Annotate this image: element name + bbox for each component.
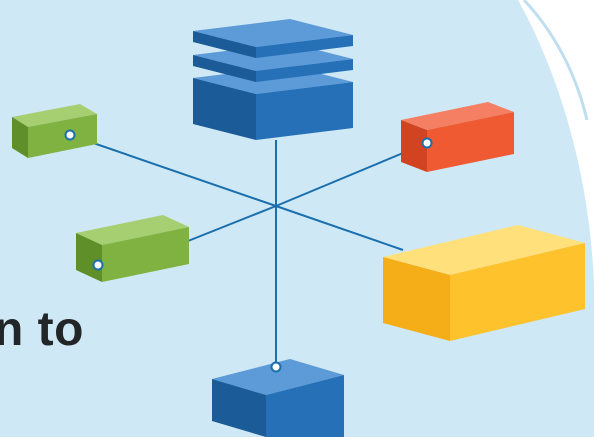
caption-text: n to <box>0 303 84 356</box>
node-server-stack <box>193 19 353 140</box>
node-bottom-blue-box <box>212 359 344 437</box>
line-to-mid-left <box>187 205 277 242</box>
node-right-large-yellow-box <box>383 225 585 341</box>
node-top-left-green-box <box>12 104 97 158</box>
node-connector-dot <box>270 361 282 373</box>
node-connector-dot <box>92 259 104 271</box>
node-connector-dot <box>421 137 433 149</box>
node-connector-dot <box>64 129 76 141</box>
line-to-top-left <box>69 134 277 207</box>
line-to-right-large <box>275 205 404 251</box>
node-mid-left-green-box <box>76 215 189 282</box>
node-top-right-red-box <box>401 102 514 172</box>
